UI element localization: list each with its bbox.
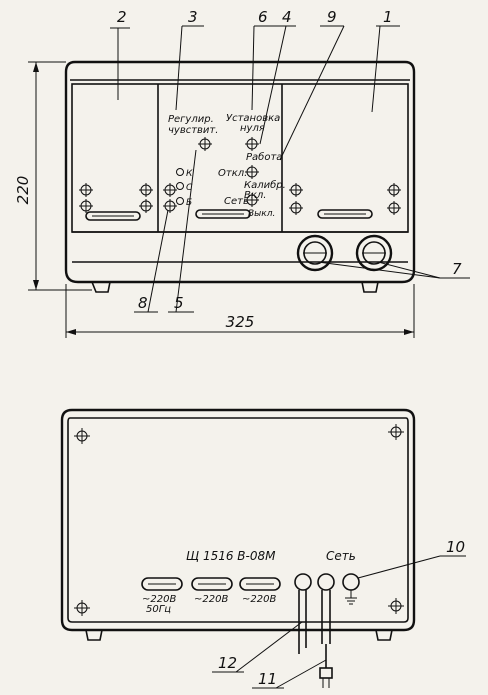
callout-12: 12 [218,654,237,672]
knob-mode [245,165,259,179]
rear-cables [298,590,333,688]
dim-height: 220 [14,176,32,205]
label-ustan-2: нуля [240,123,265,134]
callout-5: 5 [174,294,184,312]
rear-inner-frame [67,417,409,623]
callout-9: 9 [327,8,337,26]
label-k: К [186,169,193,179]
rear-connectors [294,573,360,605]
label-regul-2: чувствит. [168,125,218,136]
callout-1: 1 [383,8,393,26]
front-foot-left [91,281,111,293]
label-otkl: Откл. [218,168,247,179]
slot-middle [195,209,251,219]
fuse-holders [141,577,281,591]
rear-housing [60,408,416,632]
model-label: Щ 1516 В-08М [186,549,276,563]
rear-foot-right [375,629,393,641]
fuse1-label: ~220В [142,594,176,605]
label-vykl: Выкл. [248,209,275,219]
label-c: С [186,183,193,193]
label-kalibr: Калибр. [244,179,286,191]
connector-right [355,234,393,272]
label-set: Сеть [224,196,249,207]
fuse2-label: ~220В [194,594,228,605]
label-regul-1: Регулир. [168,114,214,125]
fuse3-label: ~220В [242,594,276,605]
slot-right [317,209,373,219]
label-rabota: Работа [246,151,282,163]
front-foot-right [361,281,379,293]
screw-group-right [289,183,401,215]
screw-group-middle [163,183,177,213]
front-view: Регулир. чувствит. Установка нуля Работа… [14,8,470,338]
callout-8: 8 [138,294,148,312]
rear-screws [74,424,404,616]
knob-power [245,193,259,207]
callout-4: 4 [282,8,292,26]
callout-11: 11 [258,670,277,688]
fuse1-freq: 50Гц [146,604,171,615]
rear-set-label: Сеть [326,549,356,563]
kcb-switch [176,168,184,205]
label-ustan-1: Установка [226,113,280,124]
callout-10: 10 [446,538,465,556]
callout-6: 6 [258,8,268,26]
callout-2: 2 [117,8,127,26]
dim-width: 325 [226,313,255,331]
knob-zero [245,137,259,151]
connector-left [296,234,334,272]
label-vkl: Вкл. [244,190,266,201]
rear-view: Щ 1516 В-08М Сеть ~220В 50Гц ~220В ~220В… [60,408,466,689]
rear-foot-left [85,629,103,641]
callout-3: 3 [188,8,198,26]
callout-7: 7 [452,260,462,278]
slot-left [85,211,141,221]
front-housing [64,60,416,284]
screw-group-left [79,183,153,213]
knob-sensitivity [198,137,212,151]
